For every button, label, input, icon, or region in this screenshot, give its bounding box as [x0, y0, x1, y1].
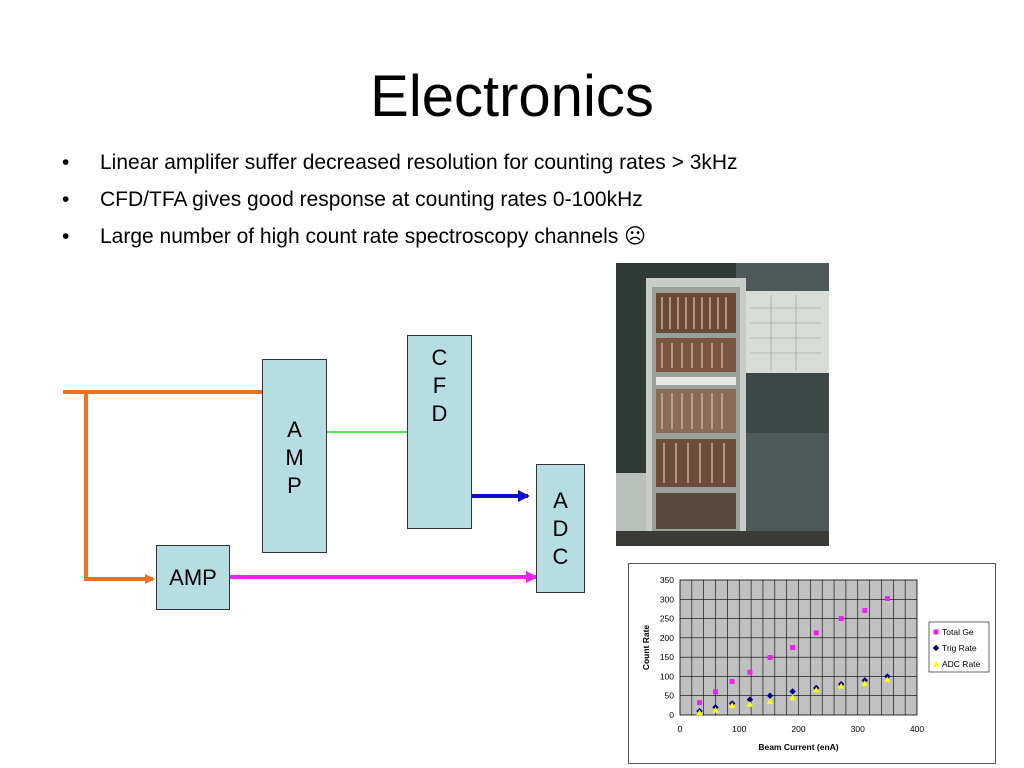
- bullet-item: •Linear amplifer suffer decreased resolu…: [62, 148, 738, 185]
- bullet-list: •Linear amplifer suffer decreased resolu…: [62, 148, 738, 259]
- bullet-symbol: •: [62, 225, 70, 248]
- bullet-symbol: •: [62, 151, 70, 174]
- bullet-item: •CFD/TFA gives good response at counting…: [62, 185, 738, 222]
- chart-frame: [628, 563, 996, 764]
- bullet-item: •Large number of high count rate spectro…: [62, 222, 738, 259]
- amp-vertical-box: A M P: [262, 359, 327, 553]
- adc-box: A D C: [536, 464, 585, 593]
- cfd-box: C F D: [407, 335, 472, 529]
- electronics-rack-photo: [616, 263, 829, 546]
- amp-small-box: AMP: [156, 545, 230, 610]
- slide-title: Electronics: [370, 64, 654, 129]
- bullet-symbol: •: [62, 188, 70, 211]
